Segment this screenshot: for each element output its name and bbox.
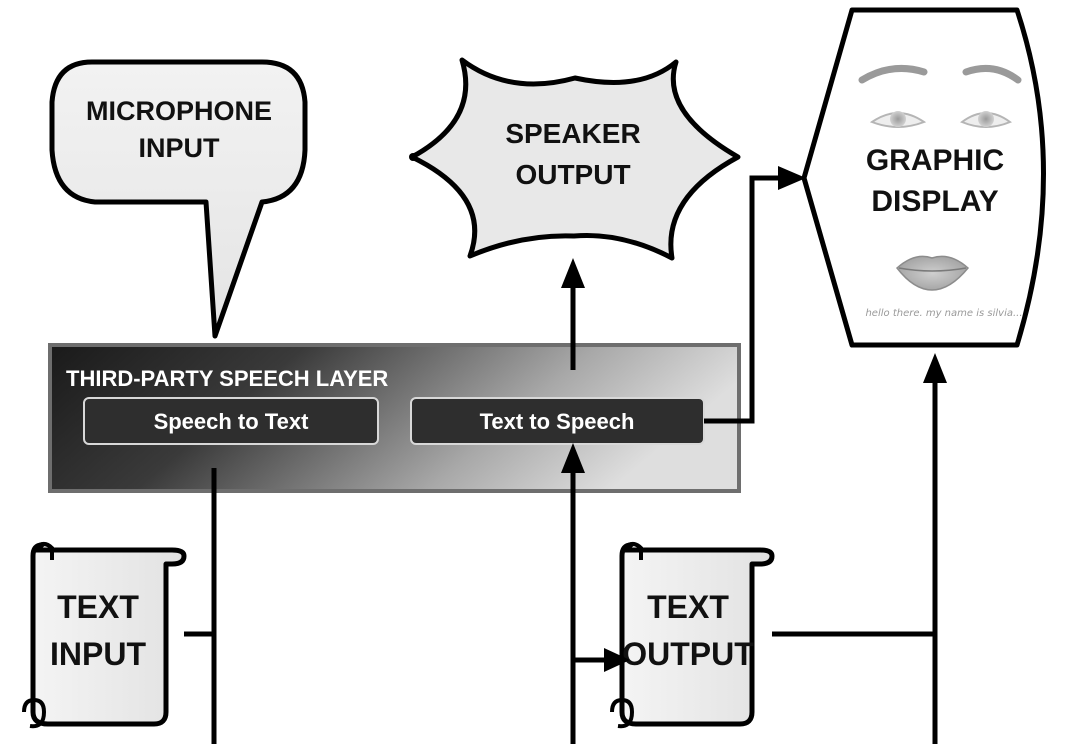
- display-caption: hello there. my name is silvia...: [865, 308, 1022, 319]
- text-output-label-line2: OUTPUT: [622, 636, 754, 672]
- text-to-speech-box: Text to Speech: [410, 397, 705, 445]
- speech-layer-title: THIRD-PARTY SPEECH LAYER: [66, 366, 388, 391]
- graphic-display: GRAPHIC DISPLAY hello there. my name is …: [801, 7, 1046, 348]
- right-eyebrow: [962, 64, 1022, 84]
- speaker-output-burst: SPEAKER OUTPUT: [409, 57, 741, 261]
- text-output-label-line1: TEXT: [647, 589, 729, 625]
- text-input-scroll: TEXT INPUT: [22, 542, 187, 729]
- left-eye: [869, 111, 927, 128]
- speaker-label-line2: OUTPUT: [515, 159, 630, 190]
- lips: [895, 255, 970, 291]
- speech-to-text-label: Speech to Text: [154, 409, 310, 434]
- arrowhead-tts: [561, 443, 585, 473]
- right-eye: [959, 111, 1013, 128]
- text-output-scroll: TEXT OUTPUT: [610, 542, 775, 729]
- microphone-label-line1: MICROPHONE: [86, 96, 272, 126]
- text-input-label-line2: INPUT: [50, 636, 146, 672]
- speech-to-text-box: Speech to Text: [83, 397, 379, 445]
- microphone-input-balloon: MICROPHONE INPUT: [49, 59, 308, 339]
- third-party-speech-layer: THIRD-PARTY SPEECH LAYER Speech to Text …: [48, 343, 741, 493]
- graphic-display-label-line1: GRAPHIC: [866, 144, 1004, 177]
- text-to-speech-label: Text to Speech: [480, 409, 635, 434]
- connectors: [184, 166, 947, 744]
- arrowhead-speaker: [561, 258, 585, 288]
- connector-tts-to-display: [704, 175, 780, 424]
- speaker-label-line1: SPEAKER: [505, 118, 640, 149]
- text-input-label-line1: TEXT: [57, 589, 139, 625]
- microphone-label-line2: INPUT: [139, 133, 221, 163]
- left-eyebrow: [858, 64, 928, 84]
- graphic-display-label-line2: DISPLAY: [871, 185, 998, 218]
- arrowhead-text-output: [604, 648, 630, 672]
- arrowhead-display-bottom: [923, 353, 947, 383]
- arrowhead-display: [778, 166, 806, 190]
